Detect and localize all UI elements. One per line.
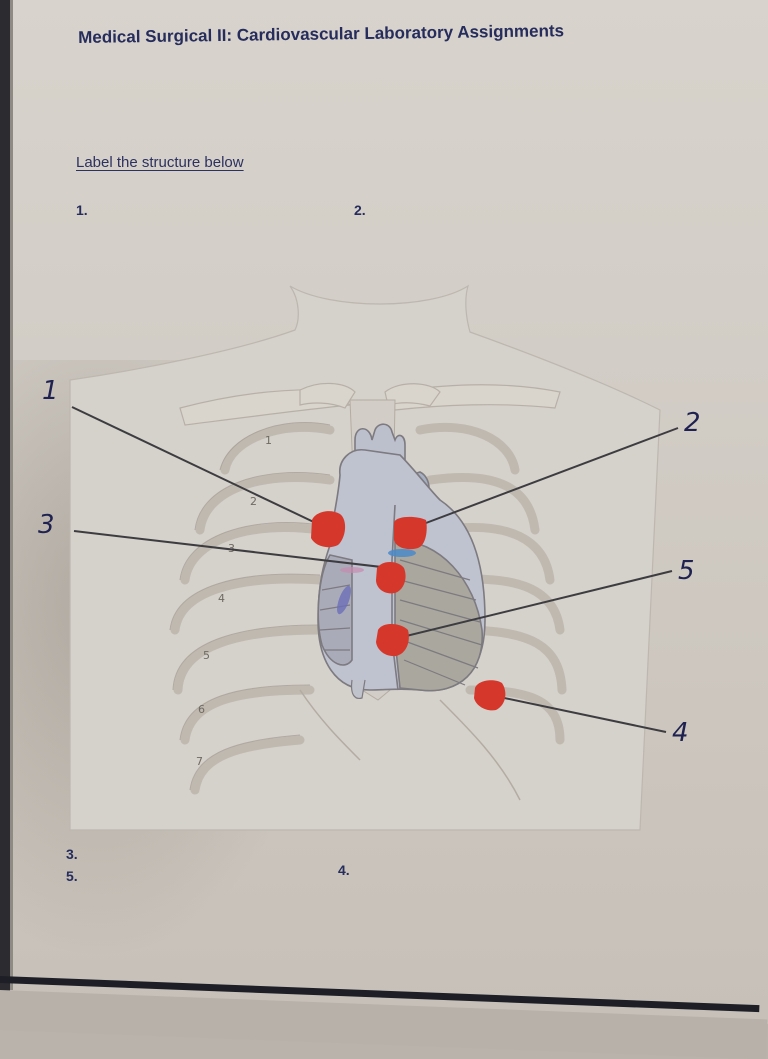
answer-blank-2: 2. xyxy=(354,202,366,218)
heart-ribcage-diagram: 1 2 3 4 5 6 7 xyxy=(69,284,679,831)
handwritten-label-3: 3 xyxy=(38,510,55,540)
inferior-vena-cava xyxy=(350,679,366,700)
rib-label-7: 7 xyxy=(196,755,203,768)
marker-3 xyxy=(376,562,406,594)
red-markers xyxy=(311,511,506,711)
marker-2 xyxy=(394,516,427,550)
answer-blank-4: 4. xyxy=(338,862,350,878)
rib-label-4: 4 xyxy=(218,592,225,605)
page-border-left xyxy=(0,0,10,1000)
handwritten-label-2: 2 xyxy=(684,408,701,438)
leader-line-4 xyxy=(489,694,667,733)
page-border-left-inner xyxy=(10,0,13,990)
leader-line-3 xyxy=(73,530,391,569)
rib-label-6: 6 xyxy=(198,703,205,716)
answer-blank-1: 1. xyxy=(76,202,88,218)
marker-4 xyxy=(474,680,506,711)
handwritten-label-5: 5 xyxy=(678,556,695,586)
ventricle-striations xyxy=(319,559,483,686)
leader-line-1 xyxy=(71,406,321,526)
leader-line-5 xyxy=(397,570,673,639)
handwritten-label-1: 1 xyxy=(42,376,59,406)
blue-marker xyxy=(388,549,416,557)
pink-marker xyxy=(340,567,364,573)
ribs-left-edges xyxy=(169,422,331,791)
leader-lines xyxy=(71,406,679,733)
rib-label-2: 2 xyxy=(250,495,257,508)
handwritten-label-4: 4 xyxy=(672,718,689,748)
right-atrium xyxy=(317,554,353,666)
purple-marker xyxy=(337,585,351,615)
answer-blank-5: 5. xyxy=(66,868,78,884)
marker-5 xyxy=(376,624,409,657)
marker-1 xyxy=(311,511,346,548)
answer-blank-3: 3. xyxy=(66,846,78,862)
costal-margin xyxy=(299,689,521,801)
clavicles xyxy=(179,382,561,426)
leader-line-2 xyxy=(417,427,679,527)
rib-label-1: 1 xyxy=(265,434,272,447)
instruction-heading: Label the structure below xyxy=(76,154,244,171)
rib-label-5: 5 xyxy=(203,649,210,662)
